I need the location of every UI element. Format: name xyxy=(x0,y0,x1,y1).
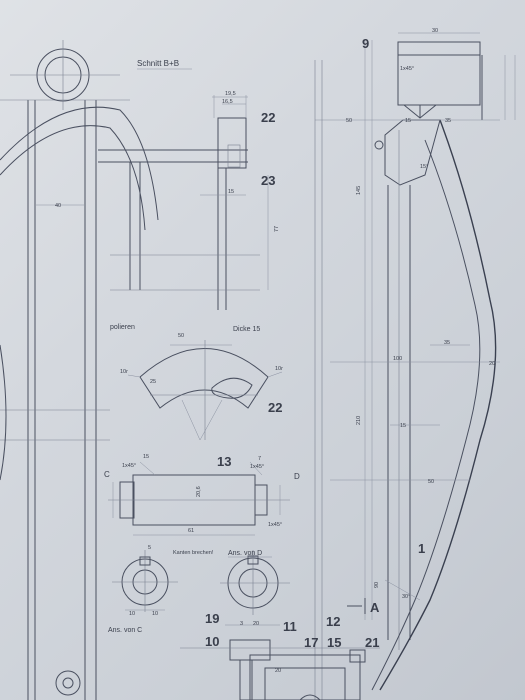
dim-50a: 50 xyxy=(346,118,352,124)
dim-210: 210 xyxy=(356,416,362,425)
hub-circle xyxy=(10,40,120,110)
bottom-left-circle xyxy=(55,670,81,696)
section-title: Schnitt B+B xyxy=(137,59,179,68)
part-12-label: 12 xyxy=(326,614,340,629)
dim-7: 7 xyxy=(258,456,261,462)
dim-10r-a: 10r xyxy=(120,369,128,375)
part-11-label: 11 xyxy=(283,619,297,634)
dim-16-5: 16,5 xyxy=(222,99,233,105)
part-13-pin xyxy=(108,461,290,536)
dim-30: 30 xyxy=(432,28,438,34)
part-22-label-a: 22 xyxy=(261,110,275,125)
part-1-label: 1 xyxy=(418,541,425,556)
label-c: C xyxy=(104,470,110,479)
dim-145: 145 xyxy=(356,186,362,195)
dim-50b: 50 xyxy=(428,479,434,485)
dim-61: 61 xyxy=(188,528,194,534)
part-15-label: 15 xyxy=(327,635,341,650)
dim-1x45-b: 1x45° xyxy=(250,464,264,470)
dim-20b: 20 xyxy=(253,621,259,627)
section-bb xyxy=(98,95,269,310)
dim-15a: 15 xyxy=(405,118,411,124)
dim-15b: 15 xyxy=(400,423,406,429)
part-17-label: 17 xyxy=(304,635,318,650)
dim-15deg: 15° xyxy=(420,164,428,170)
dim-1x45-a: 1x45° xyxy=(122,463,136,469)
label-d: D xyxy=(294,472,300,481)
note-dicke: Dicke 15 xyxy=(233,326,260,333)
dim-35a: 35 xyxy=(445,118,451,124)
view-c xyxy=(112,550,178,612)
dim-5: 5 xyxy=(148,545,151,551)
dim-77: 77 xyxy=(274,226,280,232)
dim-15c: 15 xyxy=(228,189,234,195)
note-polieren: polieren xyxy=(110,324,135,331)
dim-30deg: 30° xyxy=(402,594,410,600)
part-9-label: 9 xyxy=(362,36,369,51)
left-wheel-outline xyxy=(0,99,159,700)
main-column xyxy=(314,32,516,700)
dim-40: 40 xyxy=(55,203,61,209)
dim-20c: 20 xyxy=(275,668,281,674)
dim-3: 3 xyxy=(240,621,243,627)
section-a-label: A xyxy=(370,600,380,615)
dim-100: 100 xyxy=(393,356,402,362)
bottom-assembly xyxy=(180,624,380,700)
note-ans-c: Ans. von C xyxy=(108,627,142,634)
dim-15x: 15 xyxy=(143,454,149,460)
dim-20-6: 20,6 xyxy=(196,486,202,497)
dim-20a: 20 xyxy=(489,361,495,367)
part-13-label: 13 xyxy=(217,454,231,469)
note-kanten: Kanten brechen! xyxy=(173,550,214,556)
part-19-label: 19 xyxy=(205,611,219,626)
view-d xyxy=(220,550,290,615)
dim-1x45-c: 1x45° xyxy=(268,522,282,528)
dim-10b: 10 xyxy=(152,611,158,617)
part-10-label: 10 xyxy=(205,634,219,649)
dim-90: 90 xyxy=(374,582,380,588)
part-23-label: 23 xyxy=(261,173,275,188)
dim-50c: 50 xyxy=(178,333,184,339)
dim-19-5: 19,5 xyxy=(225,91,236,97)
part-22-label-b: 22 xyxy=(268,400,282,415)
dim-35b: 35 xyxy=(444,340,450,346)
dim-1x45-d: 1x45° xyxy=(400,66,414,72)
part-22-arc xyxy=(127,340,283,441)
dim-10a: 10 xyxy=(129,611,135,617)
part-21-label: 21 xyxy=(365,635,379,650)
note-ans-d: Ans. von D xyxy=(228,550,262,557)
dim-25: 25 xyxy=(150,379,156,385)
dim-10r-b: 10r xyxy=(275,366,283,372)
